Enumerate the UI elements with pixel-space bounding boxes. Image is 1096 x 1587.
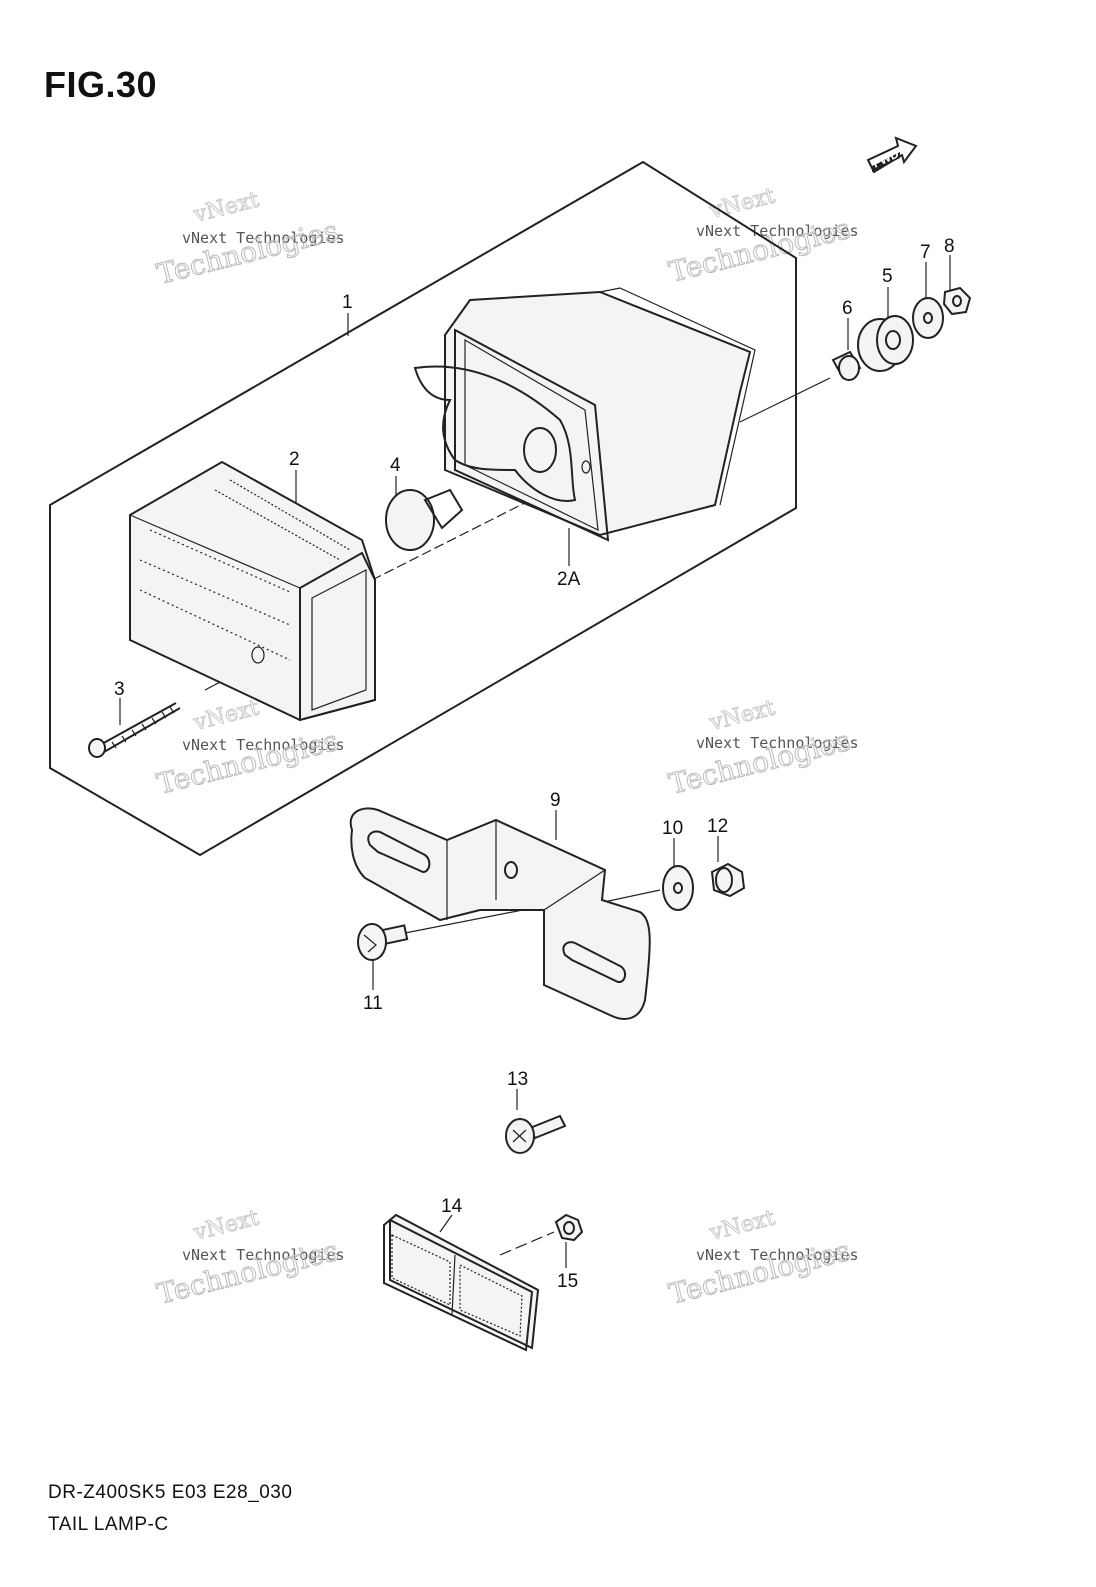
part-12-nut — [710, 862, 746, 898]
watermark-text: vNext Technologies — [182, 1246, 345, 1264]
callout-14: 14 — [441, 1196, 463, 1217]
callout-7: 7 — [920, 242, 931, 263]
callout-8: 8 — [944, 236, 955, 257]
watermark-text: vNext Technologies — [696, 222, 859, 240]
watermark-big-text: vNext — [706, 1206, 777, 1246]
watermark-text: vNext Technologies — [182, 229, 345, 247]
callout-5: 5 — [882, 266, 893, 287]
callout-6: 6 — [842, 298, 853, 319]
part-10-washer — [662, 865, 694, 911]
part-2a-housing — [413, 287, 756, 542]
callout-11: 11 — [363, 993, 383, 1014]
watermark-big-text: vNext — [706, 696, 777, 736]
part-2-lens — [129, 460, 376, 722]
part-14-reflector — [383, 1213, 540, 1352]
callout-2: 2 — [289, 449, 300, 470]
callout-1: 1 — [342, 292, 353, 313]
callout-9: 9 — [550, 790, 561, 811]
model-code: DR-Z400SK5 E03 E28_030 — [48, 1482, 293, 1503]
part-6-collar — [831, 350, 862, 381]
part-13-screw — [505, 1114, 567, 1154]
part-7-washer — [912, 297, 944, 339]
part-15-nut — [554, 1213, 584, 1242]
part-8-nut — [942, 286, 972, 316]
watermark-big-text: vNext — [706, 184, 777, 224]
watermark-big-text: Technologies — [154, 214, 342, 291]
callout-13: 13 — [507, 1069, 528, 1090]
part-3-screw — [88, 702, 181, 758]
figure-title: FIG.30 — [44, 64, 158, 105]
callout-3: 3 — [114, 679, 125, 700]
watermark-big-text: vNext — [190, 1206, 261, 1246]
part-9-bracket — [349, 807, 651, 1020]
watermark-big-text: vNext — [190, 696, 261, 736]
callout-12: 12 — [707, 816, 728, 837]
callout-15: 15 — [557, 1271, 578, 1292]
part-5-grommet — [857, 315, 914, 372]
watermark-text: vNext Technologies — [696, 734, 859, 752]
fwd-label: FWD — [870, 146, 901, 170]
watermark-text: vNext Technologies — [182, 736, 345, 754]
watermark-big-text: vNext — [190, 188, 261, 228]
part-4-bulb — [385, 488, 464, 551]
fwd-arrow-icon: FWD — [866, 136, 918, 174]
watermark-text: vNext Technologies — [696, 1246, 859, 1264]
part-group-name: TAIL LAMP-C — [48, 1514, 169, 1535]
callout-4: 4 — [390, 455, 401, 476]
callout-labels: 1 2 2A 3 4 5 6 7 8 9 10 11 12 13 14 15 — [114, 236, 955, 1292]
assembly-outline — [49, 160, 797, 857]
callout-2a: 2A — [557, 569, 581, 590]
part-11-bolt — [357, 923, 409, 961]
callout-10: 10 — [662, 818, 683, 839]
